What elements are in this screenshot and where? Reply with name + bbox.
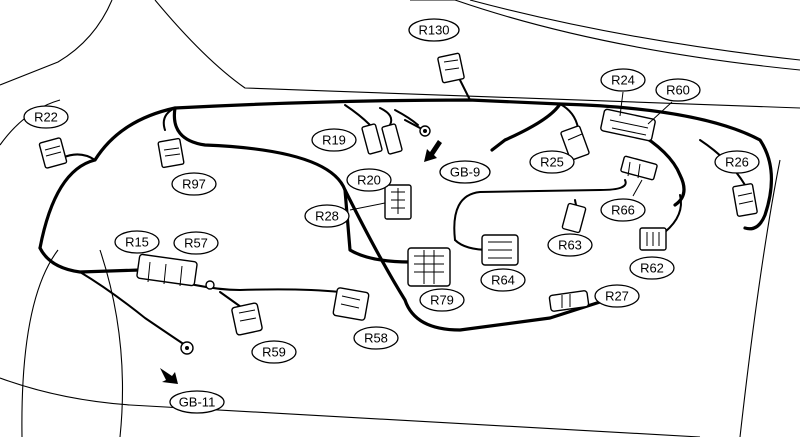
svg-text:R64: R64 <box>491 273 515 288</box>
connector-r27 <box>548 290 590 312</box>
leader-lines <box>349 91 673 211</box>
svg-text:R58: R58 <box>364 331 388 346</box>
svg-text:R24: R24 <box>611 73 635 88</box>
connector-r79 <box>407 247 451 287</box>
label-r66: R66 <box>600 198 646 222</box>
svg-text:R79: R79 <box>430 293 454 308</box>
label-r64: R64 <box>480 268 526 292</box>
label-r57: R57 <box>173 231 219 255</box>
connector-r24-r60 <box>600 108 656 142</box>
svg-text:R62: R62 <box>640 261 664 276</box>
connector-r64 <box>481 234 519 266</box>
svg-text:R25: R25 <box>540 155 564 170</box>
svg-text:GB-9: GB-9 <box>450 165 480 180</box>
svg-text:R15: R15 <box>125 235 149 250</box>
connectors <box>38 52 758 355</box>
connector-r130 <box>437 52 465 84</box>
main-harness <box>38 79 774 346</box>
connector-r15-r57 <box>136 253 215 290</box>
svg-text:R97: R97 <box>182 177 206 192</box>
label-r97: R97 <box>171 172 217 196</box>
label-r22: R22 <box>23 105 69 129</box>
svg-text:GB-11: GB-11 <box>179 395 216 410</box>
label-r63: R63 <box>547 233 593 257</box>
connector-r63 <box>561 202 587 234</box>
svg-text:R27: R27 <box>605 289 629 304</box>
connector-r25 <box>560 125 590 161</box>
svg-text:R22: R22 <box>34 110 58 125</box>
ground-terminal-gb11 <box>180 341 194 355</box>
svg-text:R19: R19 <box>322 133 346 148</box>
connector-r26 <box>732 183 758 217</box>
connector-r28 <box>384 184 412 220</box>
svg-text:R57: R57 <box>184 236 208 251</box>
connector-r66 <box>620 155 658 181</box>
connector-r97 <box>157 137 185 169</box>
svg-text:R28: R28 <box>315 209 339 224</box>
component-labels: R22 R97 R130 R19 R20 GB-9 R25 R24 <box>23 18 760 414</box>
label-r15: R15 <box>114 230 160 254</box>
ground-terminal-gb9 <box>404 119 431 137</box>
label-r24: R24 <box>600 68 646 92</box>
label-r26: R26 <box>714 150 760 174</box>
connector-r19 <box>361 123 383 155</box>
svg-text:R26: R26 <box>725 155 749 170</box>
label-r58: R58 <box>353 326 399 350</box>
label-r20: R20 <box>346 168 392 192</box>
connector-r22 <box>38 137 68 169</box>
svg-text:R20: R20 <box>357 173 381 188</box>
arrow-gb11-icon <box>160 368 178 384</box>
ground-arrows <box>160 140 442 384</box>
connector-r59 <box>231 302 263 336</box>
connector-r58 <box>332 287 370 321</box>
connector-r62 <box>639 227 667 251</box>
label-r28: R28 <box>304 204 350 228</box>
svg-text:R66: R66 <box>611 203 635 218</box>
label-r19: R19 <box>311 128 357 152</box>
svg-text:R59: R59 <box>262 345 286 360</box>
connector-r20 <box>381 123 403 155</box>
label-r60: R60 <box>655 78 701 102</box>
label-r59: R59 <box>251 340 297 364</box>
label-gb9: GB-9 <box>439 160 491 184</box>
label-r62: R62 <box>629 256 675 280</box>
arrow-gb9-icon <box>424 140 442 162</box>
label-r25: R25 <box>529 150 575 174</box>
label-r27: R27 <box>594 284 640 308</box>
label-gb11: GB-11 <box>169 390 225 414</box>
label-r130: R130 <box>408 18 460 42</box>
svg-text:R60: R60 <box>666 83 690 98</box>
svg-text:R63: R63 <box>558 238 582 253</box>
label-r79: R79 <box>419 288 465 312</box>
svg-text:R130: R130 <box>418 23 449 38</box>
